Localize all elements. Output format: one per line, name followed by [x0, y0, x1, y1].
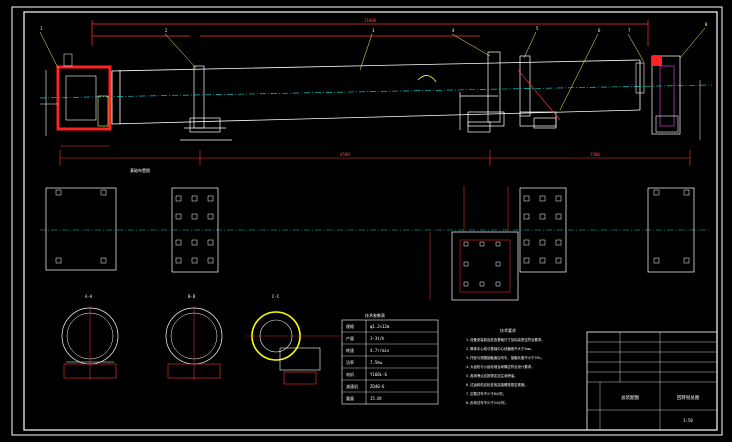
span-dimension-text: 8500	[340, 152, 350, 157]
section-c: C-C	[246, 294, 340, 385]
tire-support-2	[459, 51, 557, 133]
balloon-2: 2	[165, 28, 168, 33]
foundation-pad-5	[647, 187, 695, 273]
note-item: 8.负荷试车不少于24小时。	[466, 400, 508, 405]
parts-row-value: 1-3t/h	[370, 336, 385, 341]
parts-row-label: 产量	[346, 335, 354, 341]
foundation-view-label: 基础布置图	[130, 167, 150, 173]
section-b: B-B	[165, 294, 223, 380]
parts-row-label: 功率	[346, 359, 354, 365]
section-b-label: B-B	[188, 294, 196, 299]
section-a-label: A-A	[85, 294, 93, 299]
anchor-bolts	[55, 189, 690, 287]
notes-title: 技术要求	[500, 327, 516, 333]
overall-dimension	[91, 20, 649, 46]
foundation-pad-4	[519, 187, 567, 273]
foundation-pad-1	[45, 187, 117, 271]
parts-row-label: 规格	[346, 323, 354, 329]
kiln-elevation-view: 21000	[39, 18, 713, 166]
foundation-pad-2	[171, 187, 219, 273]
part-balloons: 1 2 3 4 5 6 7 8	[39, 22, 708, 111]
kiln-tail	[635, 55, 701, 140]
note-item: 6.试运转前应检查各连接螺栓是否紧固。	[466, 382, 528, 387]
balloon-1: 1	[40, 26, 43, 31]
drawing-frame	[11, 6, 723, 436]
title-block-designation: 总装配图	[621, 394, 639, 401]
section-a: A-A	[61, 294, 119, 380]
note-item: 5.各润滑点应按规定加注润滑油。	[466, 373, 518, 378]
title-block-drawing-name: 回转窑总图	[677, 394, 700, 401]
parts-row-label: 重量	[346, 395, 354, 401]
parts-row-label: 电机	[346, 371, 354, 377]
overall-dimension-text: 21000	[364, 18, 377, 23]
note-item: 3.托轮与滚圈接触面应均匀，接触长度不小于70%。	[466, 355, 544, 360]
note-item: 7.空载试车不少于8小时。	[466, 391, 506, 396]
parts-row-value: 4.7r/min	[370, 348, 390, 353]
foundation-plan-view: 基础布置图	[40, 167, 710, 301]
parts-row-value: ZQ40-6	[370, 384, 385, 389]
kiln-centerline	[39, 84, 713, 99]
parts-row-value: 15.8t	[370, 396, 383, 401]
parts-row-value: φ1.2×12m	[370, 324, 390, 329]
note-item: 1.设备安装前应检查基础尺寸及标高是否符合要求。	[466, 337, 545, 342]
parts-table-title: 技术参数表	[365, 312, 385, 318]
balloon-4: 4	[452, 28, 455, 33]
base-dimensions	[59, 145, 691, 166]
note-item: 2.筒体中心线与基础中心线偏差不大于2mm。	[466, 346, 534, 351]
balloon-8: 8	[705, 22, 708, 27]
tire-support-1	[180, 65, 232, 141]
balloon-6: 6	[598, 28, 601, 33]
foundation-pad-3	[451, 231, 519, 301]
parts-row-value: 7.5kw	[370, 360, 383, 365]
parts-row-label: 减速机	[346, 383, 358, 389]
title-block-scale: 1:50	[683, 418, 693, 423]
title-block: 回转窑总图 总装配图 1:50	[586, 331, 718, 431]
technical-notes: 技术要求 1.设备安装前应检查基础尺寸及标高是否符合要求。 2.筒体中心线与基础…	[466, 327, 545, 405]
kiln-head	[40, 53, 112, 136]
section-views: A-A B-B C-C	[61, 294, 340, 385]
section-c-label: C-C	[272, 294, 280, 299]
parts-row-label: 转速	[346, 347, 354, 353]
end-dimension-text: 2500	[590, 152, 600, 157]
note-item: 4.大齿轮与小齿轮啮合间隙应符合设计要求。	[466, 364, 535, 369]
balloon-7: 7	[628, 28, 631, 33]
balloon-5: 5	[536, 26, 539, 31]
balloon-3: 3	[372, 28, 375, 33]
rotation-arrow	[417, 75, 437, 83]
parts-table: 技术参数表 规格 φ1.2×12m 产量 1-3t/h 转速 4.7r/min …	[341, 312, 439, 405]
gear-housing	[517, 69, 561, 121]
parts-row-value: Y160L-6	[370, 372, 387, 377]
